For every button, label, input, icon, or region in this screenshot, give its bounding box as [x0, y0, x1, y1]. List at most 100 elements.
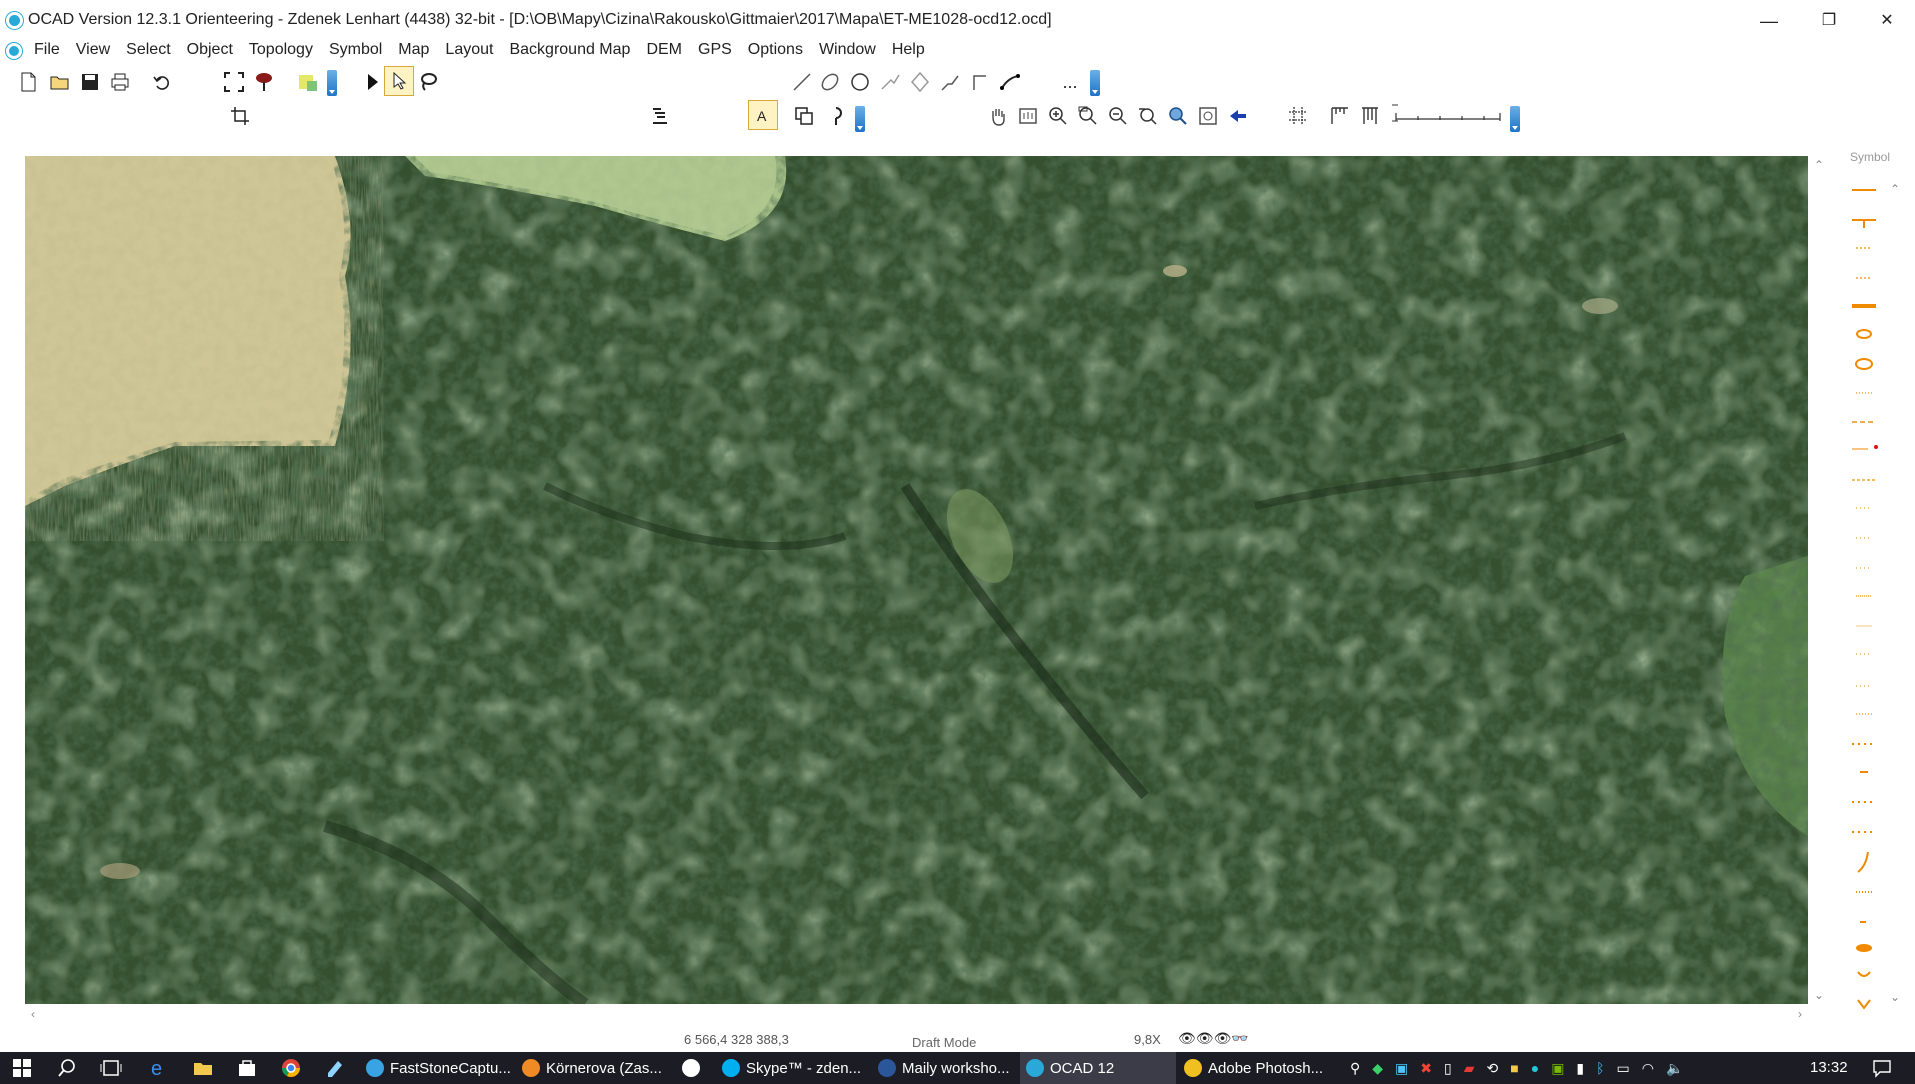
- draft-mode-label[interactable]: Draft Mode: [912, 1035, 977, 1050]
- menu-object[interactable]: Object: [186, 41, 233, 58]
- symbol-scroll-up-icon[interactable]: ⌃: [1890, 182, 1901, 196]
- tray-app-red-icon[interactable]: ✖: [1420, 1059, 1433, 1076]
- menu-topology[interactable]: Topology: [248, 41, 313, 58]
- smooth-mode-icon[interactable]: [998, 70, 1022, 94]
- restore-button[interactable]: ❐: [1821, 12, 1837, 29]
- menu-select[interactable]: Select: [126, 41, 171, 58]
- scale-slider-icon[interactable]: [1388, 102, 1504, 126]
- number-mode-icon[interactable]: [968, 70, 992, 94]
- file-explorer-icon[interactable]: [192, 1052, 214, 1084]
- center-view-icon[interactable]: [1196, 104, 1220, 128]
- taskbar-app-6[interactable]: Adobe Photosh...: [1178, 1052, 1334, 1084]
- select-arrow-icon[interactable]: [360, 70, 384, 94]
- ocad-app-icon[interactable]: [6, 12, 23, 29]
- menu-window[interactable]: Window: [818, 41, 876, 58]
- crop-icon[interactable]: [228, 104, 252, 128]
- normal-view-icon[interactable]: 👁: [1178, 1030, 1196, 1046]
- rectangle-mode-icon[interactable]: [908, 70, 932, 94]
- zoom-out-icon[interactable]: [1106, 104, 1130, 128]
- volume-icon[interactable]: 🔈: [1666, 1059, 1684, 1076]
- back-arrow-icon[interactable]: [1226, 104, 1250, 128]
- map-canvas[interactable]: [25, 156, 1808, 1004]
- folder-tray-icon[interactable]: ■: [1510, 1060, 1519, 1076]
- symbol-scroll-down-icon[interactable]: ⌄: [1890, 990, 1901, 1004]
- grid-icon[interactable]: [1286, 104, 1310, 128]
- zoom-previous-icon[interactable]: [1136, 104, 1160, 128]
- view-dropdown[interactable]: [1510, 106, 1520, 132]
- cut-hole-icon[interactable]: [824, 104, 848, 128]
- wifi-icon[interactable]: ◠: [1641, 1059, 1654, 1076]
- scroll-right-icon[interactable]: ›: [1798, 1007, 1802, 1021]
- edit-object-icon[interactable]: [384, 66, 414, 96]
- chrome-icon[interactable]: [280, 1052, 302, 1084]
- zoom-window-icon[interactable]: [1076, 104, 1100, 128]
- scroll-hand-icon[interactable]: [1016, 104, 1040, 128]
- menu-gps[interactable]: GPS: [698, 41, 732, 58]
- view-mode-icons[interactable]: 👁👁👁👓: [1178, 1030, 1249, 1047]
- align-icon[interactable]: [648, 104, 672, 128]
- taskbar-app-5[interactable]: OCAD 12: [1020, 1052, 1176, 1084]
- taskbar-app-3[interactable]: Skype™ - zden...: [716, 1052, 872, 1084]
- tray-app-blue-icon[interactable]: ▣: [1395, 1059, 1409, 1076]
- minimize-button[interactable]: —: [1760, 11, 1778, 31]
- duplicate-icon[interactable]: [792, 104, 816, 128]
- spot-color-view-icon[interactable]: 👓: [1231, 1030, 1249, 1046]
- document-icon[interactable]: [6, 43, 22, 59]
- bluetooth-icon[interactable]: ᛒ: [1596, 1060, 1605, 1076]
- text-symbol-icon[interactable]: A: [748, 100, 778, 130]
- menu-file[interactable]: File: [34, 41, 60, 58]
- color-icon[interactable]: [296, 70, 320, 94]
- open-folder-icon[interactable]: [48, 70, 72, 94]
- nvidia-icon[interactable]: ▣: [1551, 1059, 1565, 1076]
- taskbar-app-0[interactable]: FastStoneCaptu...: [360, 1052, 514, 1084]
- acrobat-icon[interactable]: ▰: [1463, 1059, 1475, 1076]
- store-icon[interactable]: [236, 1052, 258, 1084]
- undo-icon[interactable]: [150, 70, 174, 94]
- usb-icon[interactable]: ▯: [1444, 1059, 1452, 1076]
- menu-map[interactable]: Map: [398, 41, 430, 58]
- battery-icon[interactable]: ▭: [1616, 1059, 1630, 1076]
- menu-options[interactable]: Options: [747, 41, 803, 58]
- ruler-icon[interactable]: [1328, 104, 1352, 128]
- start-icon[interactable]: [12, 1052, 32, 1084]
- scroll-up-icon[interactable]: ⌃: [1814, 158, 1825, 172]
- clock[interactable]: 13:32: [1810, 1059, 1848, 1076]
- new-file-icon[interactable]: [16, 70, 40, 94]
- menu-dem[interactable]: DEM: [646, 41, 682, 58]
- close-button[interactable]: ✕: [1880, 12, 1894, 29]
- vertical-scrollbar[interactable]: ⌃ ⌄: [1808, 156, 1828, 1004]
- taskbar-app-2[interactable]: [676, 1052, 716, 1084]
- notifications-icon[interactable]: [1872, 1052, 1892, 1084]
- edge-icon[interactable]: e: [148, 1052, 170, 1084]
- ellipse-mode-icon[interactable]: [818, 70, 842, 94]
- notes-icon[interactable]: [324, 1052, 346, 1084]
- entire-map-icon[interactable]: [222, 70, 246, 94]
- taskbar-app-4[interactable]: Maily worksho...: [872, 1052, 1018, 1084]
- lasso-icon[interactable]: [416, 70, 440, 94]
- circle-mode-icon[interactable]: [848, 70, 872, 94]
- hand-pan-icon[interactable]: [986, 104, 1010, 128]
- freehand-mode-icon[interactable]: [878, 70, 902, 94]
- zoom-in-icon[interactable]: [1046, 104, 1070, 128]
- print-icon[interactable]: [108, 70, 132, 94]
- people-icon[interactable]: ⚲: [1350, 1059, 1361, 1076]
- scroll-down-icon[interactable]: ⌄: [1814, 988, 1825, 1002]
- menu-view[interactable]: View: [75, 41, 111, 58]
- hatched-view-icon[interactable]: 👁: [1213, 1030, 1232, 1046]
- symbol-tool-icon[interactable]: [252, 70, 276, 94]
- edit-dropdown[interactable]: [855, 106, 865, 132]
- sync-icon[interactable]: ⟲: [1486, 1059, 1499, 1076]
- zoom-selection-icon[interactable]: [1166, 104, 1190, 128]
- color-dropdown[interactable]: [327, 70, 337, 96]
- horizontal-scrollbar[interactable]: ‹ ›: [25, 1004, 1808, 1026]
- task-view-icon[interactable]: [100, 1052, 122, 1084]
- tray-app-teal-icon[interactable]: ●: [1530, 1060, 1540, 1076]
- menu-help[interactable]: Help: [891, 41, 925, 58]
- modes-dropdown[interactable]: [1090, 70, 1100, 96]
- symbol-list[interactable]: [1830, 140, 1915, 1020]
- usb-drive-icon[interactable]: ▮: [1576, 1059, 1585, 1076]
- more-modes-button[interactable]: ...: [1062, 71, 1078, 92]
- menu-layout[interactable]: Layout: [445, 41, 494, 58]
- scroll-left-icon[interactable]: ‹: [31, 1007, 35, 1021]
- measure-icon[interactable]: [1358, 104, 1382, 128]
